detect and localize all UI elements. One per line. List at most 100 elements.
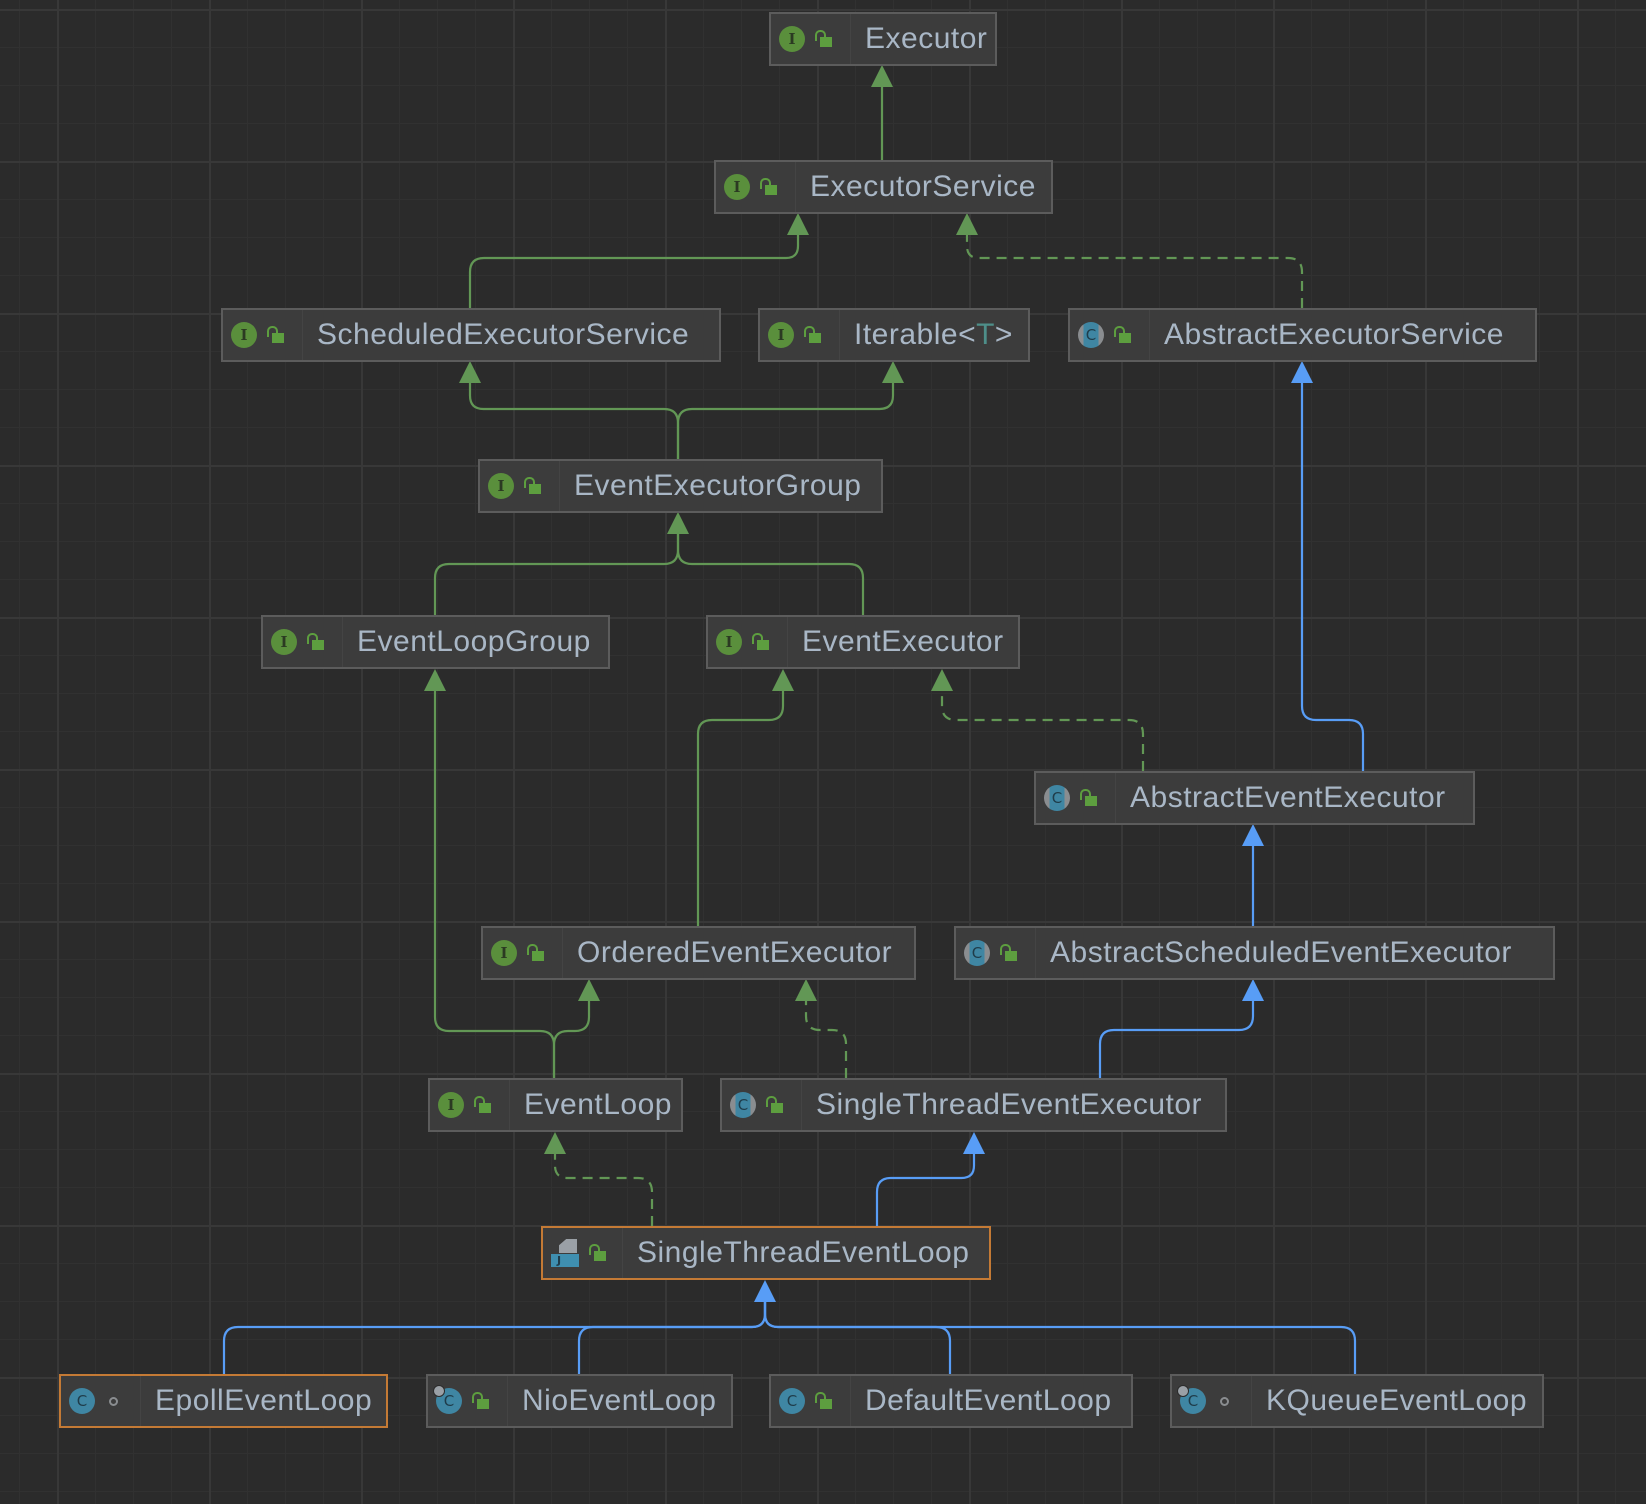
node-label: EventLoopGroup: [357, 625, 591, 658]
edge-scheduledexecutorservice-executorservice: [468, 234, 800, 308]
public-lock-icon: [267, 325, 285, 345]
node-abstractscheduledeventexecutor[interactable]: C AbstractScheduledEventExecutor: [954, 926, 1555, 980]
public-lock-icon: [815, 1391, 833, 1411]
public-lock-icon: [307, 632, 325, 652]
public-lock-icon: [527, 943, 545, 963]
arrowhead-eventloopgroup: [424, 669, 446, 691]
node-eventexecutor[interactable]: I EventExecutor: [706, 615, 1020, 669]
arrowhead-abstracteventexecutor: [1242, 824, 1264, 846]
edge-defaulteventloop-singlethreadeventloop: [763, 1301, 952, 1374]
class-icon: C: [69, 1388, 95, 1414]
node-icons: C: [433, 1376, 508, 1426]
node-kqueueeventloop[interactable]: C KQueueEventLoop: [1170, 1374, 1544, 1428]
arrowhead-executorservice-right: [956, 213, 978, 235]
node-label: SingleThreadEventExecutor: [816, 1088, 1203, 1121]
edge-singlethreadeventexecutor-orderedeventexecutor: [804, 1000, 848, 1078]
public-lock-icon: [1080, 788, 1098, 808]
public-lock-icon: [472, 1391, 490, 1411]
edge-singlethreadeventloop-singlethreadeventexecutor: [875, 1153, 976, 1226]
node-label: EventExecutorGroup: [574, 469, 862, 502]
node-label: AbstractEventExecutor: [1130, 781, 1446, 814]
arrowhead-scheduledexecutorservice: [459, 361, 481, 383]
node-label: EventExecutor: [802, 625, 1004, 658]
node-executor[interactable]: I Executor: [769, 12, 997, 66]
node-defaulteventloop[interactable]: C DefaultEventLoop: [769, 1374, 1133, 1428]
edge-orderedeventexecutor-eventexecutor: [696, 690, 785, 926]
edge-singlethreadeventloop-eventloop: [553, 1153, 654, 1226]
edge-abstracteventexecutor-abstractexecutorservice: [1300, 382, 1365, 771]
node-icons: C: [730, 1080, 802, 1130]
node-icons: C: [1078, 310, 1150, 360]
node-icons: C: [1044, 773, 1116, 823]
node-abstracteventexecutor[interactable]: C AbstractEventExecutor: [1034, 771, 1475, 825]
node-singlethreadeventexecutor[interactable]: C SingleThreadEventExecutor: [720, 1078, 1227, 1132]
node-icons: C: [779, 1376, 851, 1426]
abstract-class-icon: C: [1078, 322, 1104, 348]
node-abstractexecutorservice[interactable]: C AbstractExecutorService: [1068, 308, 1537, 362]
public-lock-icon: [1000, 943, 1018, 963]
node-label: Executor: [865, 22, 988, 55]
arrowhead-executor: [871, 65, 893, 87]
node-label: Iterable<T>: [854, 318, 1013, 352]
node-label: AbstractExecutorService: [1164, 318, 1504, 351]
node-icons: I: [779, 14, 851, 64]
node-iterable[interactable]: I Iterable<T>: [758, 308, 1030, 362]
arrowhead-executorservice-left: [787, 213, 809, 235]
node-eventexecutorgroup[interactable]: I EventExecutorGroup: [478, 459, 883, 513]
node-icons: I: [231, 310, 303, 360]
node-label: ExecutorService: [810, 170, 1036, 203]
package-private-icon: [1216, 1391, 1234, 1411]
package-private-icon: [105, 1391, 123, 1411]
java-file-icon: J: [551, 1239, 579, 1267]
public-lock-icon: [760, 177, 778, 197]
node-eventloopgroup[interactable]: I EventLoopGroup: [261, 615, 610, 669]
interface-icon: I: [724, 174, 750, 200]
node-orderedeventexecutor[interactable]: I OrderedEventExecutor: [481, 926, 916, 980]
node-icons: I: [724, 162, 796, 212]
interface-icon: I: [438, 1092, 464, 1118]
interface-icon: I: [768, 322, 794, 348]
arrowhead-eventexecutorgroup: [667, 512, 689, 534]
final-class-icon: C: [433, 1385, 462, 1414]
final-class-icon: C: [1177, 1385, 1206, 1414]
node-label: KQueueEventLoop: [1266, 1384, 1528, 1417]
interface-icon: I: [716, 629, 742, 655]
edge-nioeventloop-singlethreadeventloop: [577, 1301, 767, 1374]
node-icons: I: [438, 1080, 510, 1130]
node-epolleventloop[interactable]: C EpollEventLoop: [59, 1374, 388, 1428]
arrowhead-abstractscheduledeventexecutor: [1242, 979, 1264, 1001]
interface-icon: I: [271, 629, 297, 655]
public-lock-icon: [589, 1243, 607, 1263]
arrowhead-orderedeventexecutor-left: [578, 979, 600, 1001]
abstract-class-icon: C: [730, 1092, 756, 1118]
node-label: DefaultEventLoop: [865, 1384, 1112, 1417]
node-icons: I: [491, 928, 563, 978]
node-label: SingleThreadEventLoop: [637, 1236, 970, 1269]
node-scheduledexecutorservice[interactable]: I ScheduledExecutorService: [221, 308, 721, 362]
edge-abstractexecutorservice-executorservice: [965, 234, 1304, 308]
node-singlethreadeventloop[interactable]: J SingleThreadEventLoop: [541, 1226, 991, 1280]
node-icons: I: [716, 617, 788, 667]
public-lock-icon: [752, 632, 770, 652]
node-icons: C: [964, 928, 1036, 978]
node-nioeventloop[interactable]: C NioEventLoop: [426, 1374, 733, 1428]
edge-eventloopgroup-eventexecutorgroup: [433, 533, 680, 615]
edge-eventexecutor-eventexecutorgroup: [676, 533, 865, 615]
node-executorservice[interactable]: I ExecutorService: [714, 160, 1053, 214]
arrowhead-singlethreadeventexecutor: [963, 1132, 985, 1154]
edge-eventexecutorgroup-scheduledexecutorservice: [468, 382, 680, 459]
abstract-class-icon: C: [1044, 785, 1070, 811]
public-lock-icon: [1114, 325, 1132, 345]
node-label-suffix: >: [994, 318, 1013, 351]
edge-singlethreadeventexecutor-abstractscheduledeventexecutor: [1098, 1000, 1255, 1078]
public-lock-icon: [474, 1095, 492, 1115]
arrowhead-eventexecutor-left: [772, 669, 794, 691]
node-eventloop[interactable]: I EventLoop: [428, 1078, 683, 1132]
node-label: EventLoop: [524, 1088, 672, 1121]
public-lock-icon: [815, 29, 833, 49]
interface-icon: I: [491, 940, 517, 966]
interface-icon: I: [231, 322, 257, 348]
class-icon: C: [779, 1388, 805, 1414]
abstract-class-icon: C: [964, 940, 990, 966]
